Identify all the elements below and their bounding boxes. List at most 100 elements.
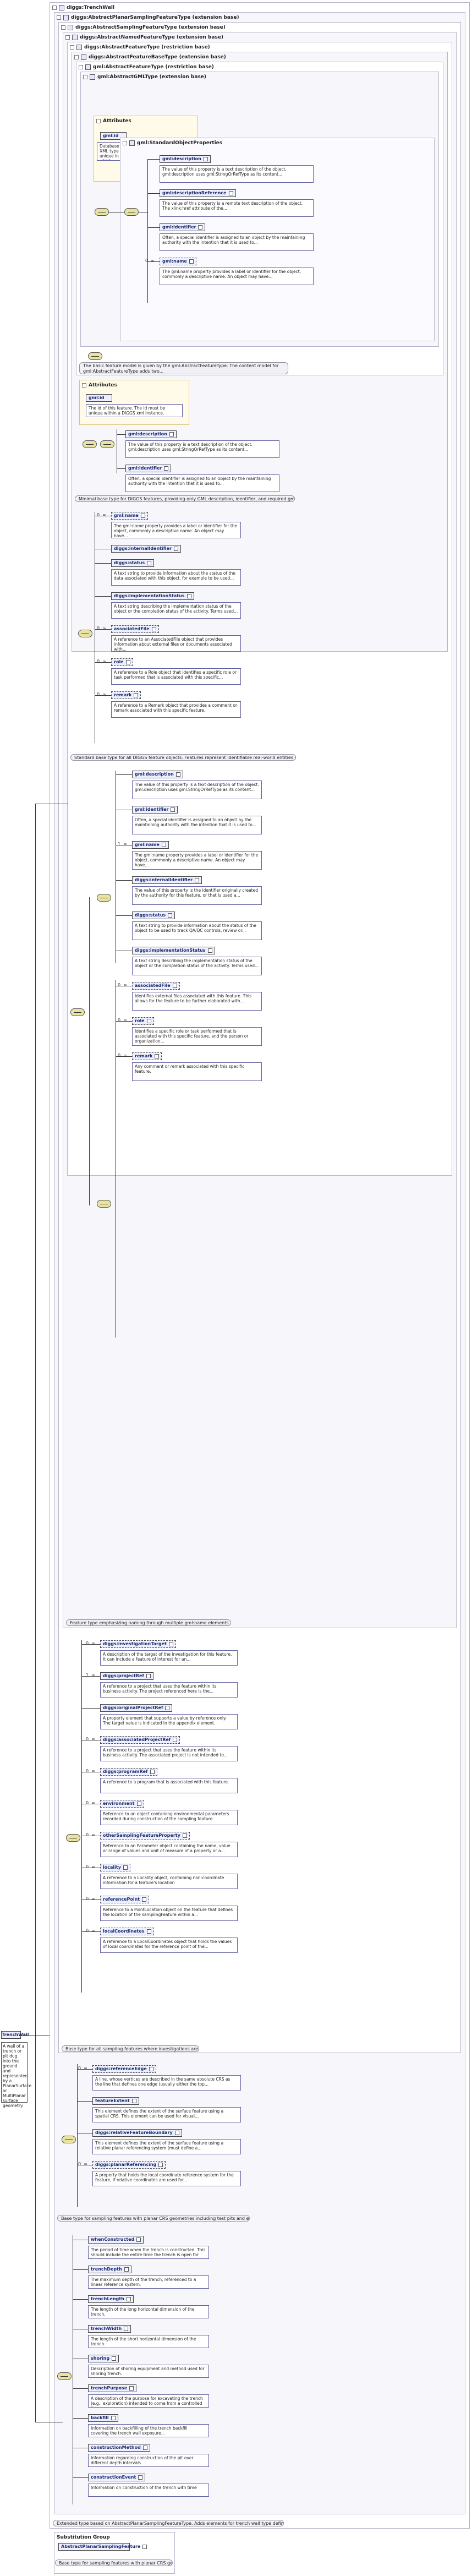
- collapse-toggle-icon[interactable]: [79, 65, 83, 69]
- schema-element[interactable]: role: [111, 658, 133, 666]
- schema-element[interactable]: diggs:implementationStatus: [111, 592, 194, 600]
- sequence-compositor-icon[interactable]: [57, 2372, 72, 2380]
- schema-element[interactable]: backfill: [88, 2414, 118, 2422]
- schema-element[interactable]: gml:description: [125, 430, 177, 438]
- schema-element[interactable]: diggs:relativeFeatureBoundary: [92, 2129, 182, 2137]
- collapse-toggle-icon[interactable]: [52, 6, 57, 10]
- sequence-compositor-icon[interactable]: [78, 630, 92, 637]
- sequence-compositor-icon[interactable]: [124, 208, 139, 216]
- schema-element[interactable]: localCoordinates: [100, 1928, 154, 1935]
- schema-element[interactable]: diggs:originalProjectRef: [100, 1704, 173, 1712]
- schema-element[interactable]: referencePoint: [100, 1896, 150, 1903]
- expand-icon[interactable]: [150, 1769, 155, 1774]
- expand-icon[interactable]: [140, 513, 145, 518]
- schema-element[interactable]: trenchDepth: [88, 2266, 131, 2273]
- sequence-compositor-icon[interactable]: [66, 1834, 80, 1842]
- expand-icon[interactable]: [161, 842, 166, 847]
- schema-element[interactable]: whenConstructed: [88, 2236, 144, 2244]
- schema-element[interactable]: gml:identifier: [160, 223, 206, 231]
- schema-element[interactable]: gml:descriptionReference: [160, 189, 236, 197]
- schema-element[interactable]: otherSamplingFeatureProperty: [100, 1832, 190, 1840]
- expand-icon[interactable]: [142, 2544, 147, 2549]
- schema-element[interactable]: constructionMethod: [88, 2444, 150, 2452]
- expand-icon[interactable]: [195, 877, 200, 882]
- sequence-compositor-icon[interactable]: [97, 894, 111, 902]
- expand-icon[interactable]: [165, 1705, 170, 1710]
- sequence-compositor-icon[interactable]: [97, 1200, 111, 1208]
- expand-icon[interactable]: [168, 913, 173, 918]
- expand-icon[interactable]: [189, 259, 194, 264]
- expand-icon[interactable]: [136, 1801, 141, 1806]
- schema-element[interactable]: constructionEvent: [88, 2474, 146, 2481]
- expand-icon[interactable]: [138, 2475, 143, 2480]
- schema-element[interactable]: diggs:planarReferencing: [92, 2161, 166, 2169]
- expand-icon[interactable]: [123, 1865, 128, 1870]
- expand-icon[interactable]: [111, 2415, 116, 2420]
- expand-icon[interactable]: [124, 2267, 129, 2272]
- collapse-toggle-icon[interactable]: [61, 25, 65, 30]
- expand-icon[interactable]: [126, 2296, 131, 2301]
- schema-element[interactable]: environment: [100, 1800, 144, 1808]
- expand-icon[interactable]: [171, 807, 175, 812]
- expand-icon[interactable]: [146, 1929, 151, 1934]
- schema-element[interactable]: trenchPurpose: [88, 2384, 137, 2392]
- sequence-compositor-icon[interactable]: [95, 208, 109, 216]
- expand-icon[interactable]: [134, 692, 139, 697]
- expand-icon[interactable]: [146, 1673, 151, 1678]
- schema-element[interactable]: diggs:status: [132, 912, 175, 919]
- collapse-toggle-icon[interactable]: [74, 55, 79, 59]
- schema-element[interactable]: trenchLength: [88, 2295, 134, 2303]
- schema-element[interactable]: trenchWidth: [88, 2325, 131, 2333]
- expand-icon[interactable]: [147, 560, 152, 565]
- expand-icon[interactable]: [131, 2098, 136, 2103]
- collapse-toggle-icon[interactable]: [70, 45, 74, 50]
- schema-element[interactable]: shoring: [88, 2355, 119, 2362]
- gml-id-attribute[interactable]: gml:id: [86, 394, 112, 402]
- expand-icon[interactable]: [142, 2445, 147, 2450]
- collapse-toggle-icon[interactable]: [123, 141, 127, 145]
- schema-element[interactable]: diggs:referenceEdge: [92, 2065, 156, 2073]
- expand-icon[interactable]: [158, 2162, 163, 2167]
- schema-element[interactable]: associatedFile: [132, 982, 180, 990]
- trenchwall-element[interactable]: TrenchWall: [1, 2031, 29, 2039]
- expand-icon[interactable]: [124, 2326, 129, 2331]
- expand-icon[interactable]: [155, 1054, 160, 1058]
- schema-element[interactable]: diggs:status: [111, 559, 155, 567]
- expand-icon[interactable]: [174, 546, 179, 551]
- schema-element[interactable]: remark: [111, 691, 141, 699]
- expand-icon[interactable]: [168, 1641, 173, 1646]
- expand-icon[interactable]: [228, 190, 233, 195]
- schema-element[interactable]: gml:description: [132, 771, 183, 778]
- sequence-compositor-icon[interactable]: [62, 2136, 76, 2143]
- schema-element[interactable]: locality: [100, 1864, 130, 1871]
- sequence-compositor-icon[interactable]: [83, 440, 97, 448]
- expand-icon[interactable]: [151, 626, 156, 631]
- expand-icon[interactable]: [198, 225, 203, 230]
- expand-icon[interactable]: [136, 2237, 141, 2242]
- expand-icon[interactable]: [207, 948, 212, 953]
- expand-icon[interactable]: [203, 156, 208, 161]
- sequence-compositor-icon[interactable]: [100, 440, 114, 448]
- collapse-toggle-icon[interactable]: [83, 75, 87, 79]
- collapse-toggle-icon[interactable]: [65, 35, 70, 40]
- schema-element[interactable]: diggs:associatedProjectRef: [100, 1736, 180, 1744]
- schema-element[interactable]: gml:name: [111, 512, 148, 520]
- expand-icon[interactable]: [125, 659, 130, 664]
- schema-element[interactable]: diggs:programRef: [100, 1768, 157, 1776]
- schema-element[interactable]: diggs:implementationStatus: [132, 947, 215, 954]
- schema-element[interactable]: diggs:projectRef: [100, 1672, 153, 1680]
- schema-element[interactable]: gml:identifier: [125, 465, 172, 472]
- schema-element[interactable]: gml:name: [160, 258, 196, 265]
- schema-element[interactable]: gml:identifier: [132, 806, 178, 814]
- expand-icon[interactable]: [182, 1833, 187, 1838]
- schema-element[interactable]: remark: [132, 1052, 162, 1060]
- expand-icon[interactable]: [186, 593, 191, 598]
- schema-element[interactable]: diggs:investigationTarget: [100, 1640, 176, 1648]
- sequence-compositor-icon[interactable]: [88, 352, 102, 360]
- substitution-element[interactable]: AbstractPlanarSamplingFeature: [58, 2543, 147, 2551]
- expand-icon[interactable]: [173, 1737, 178, 1742]
- schema-element[interactable]: featureExtent: [92, 2097, 139, 2105]
- collapse-toggle-icon[interactable]: [96, 119, 101, 123]
- schema-element[interactable]: gml:description: [160, 155, 211, 163]
- schema-element[interactable]: gml:name: [132, 841, 169, 849]
